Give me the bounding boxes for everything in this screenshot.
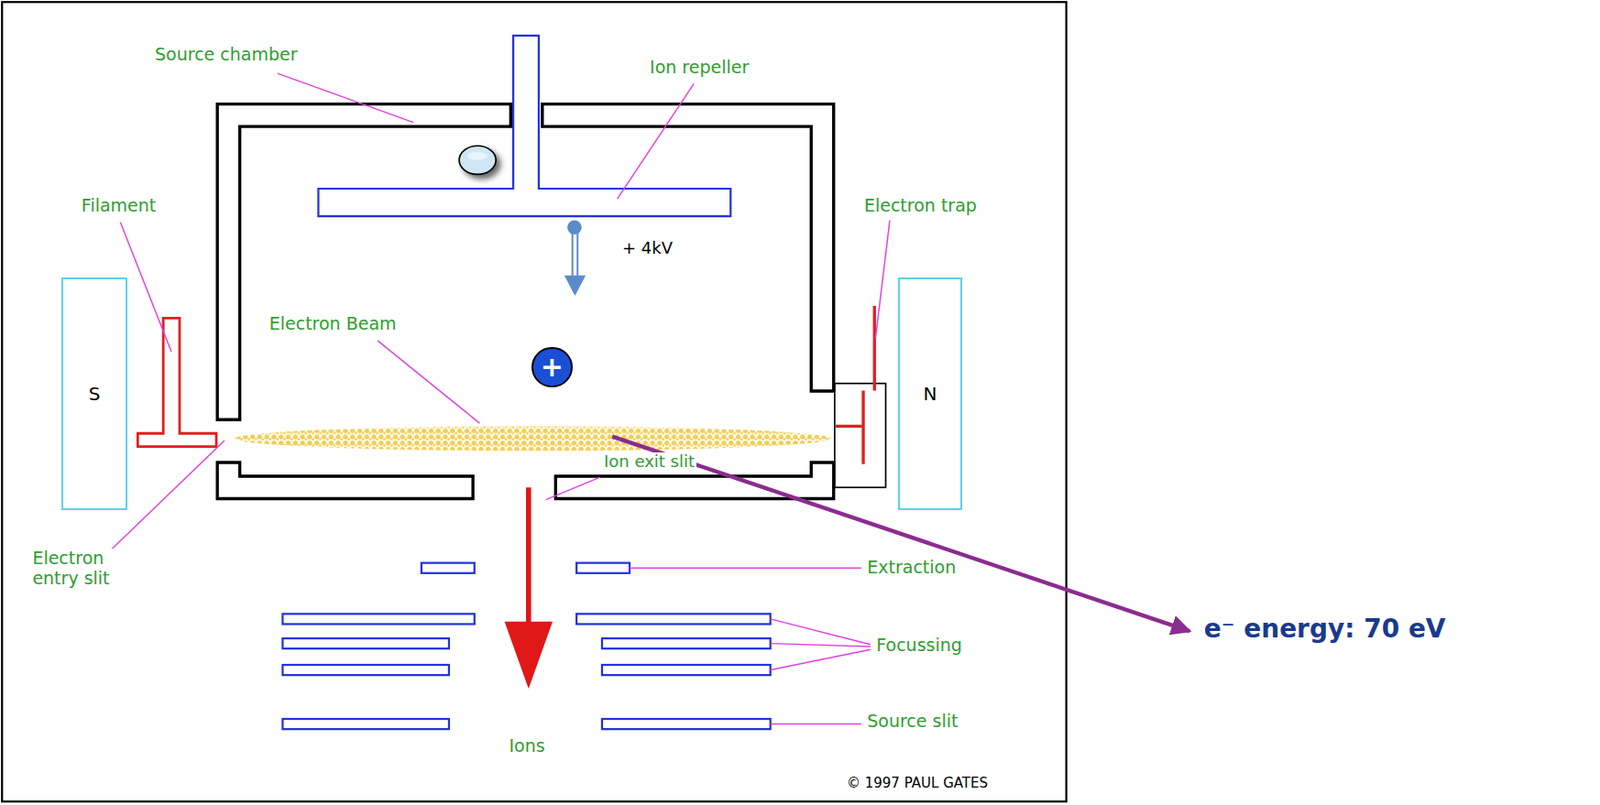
ion-symbol: + — [531, 347, 573, 389]
filament — [137, 317, 217, 447]
part-label: Ion exit slit — [602, 452, 697, 472]
node-text: N — [922, 384, 937, 404]
electron-trap — [834, 306, 875, 465]
part-label: Source chamber — [153, 44, 300, 66]
repel-arrow — [564, 220, 586, 296]
leader-lines — [109, 73, 890, 724]
frame — [1, 1, 1066, 802]
ion-beam-arrow — [508, 487, 550, 682]
voltage-label: + 4kV — [620, 239, 675, 259]
part-label: Electron trap — [862, 196, 979, 217]
part-label: Focussing — [874, 635, 965, 657]
part-label: Ion repeller — [647, 57, 751, 78]
copyright-note: © 1997 PAUL GATES — [844, 776, 990, 792]
trap-housing — [834, 383, 887, 489]
magnet-pole: N — [898, 277, 963, 511]
part-label: Electron entry slit — [30, 548, 152, 590]
part-label: Electron Beam — [267, 314, 399, 335]
molecule-highlight — [467, 152, 488, 161]
node-text: + — [540, 353, 564, 382]
sample-molecule — [459, 145, 496, 175]
electron-beam — [234, 426, 831, 451]
magnet-pole: S — [61, 277, 128, 511]
node-text: S — [88, 384, 101, 404]
part-label: Source slit — [865, 712, 960, 733]
part-label: Ions — [506, 736, 547, 757]
callout-note: e⁻ energy: 70 eV — [1202, 614, 1448, 645]
part-label: Filament — [79, 196, 158, 217]
lens-plates — [282, 563, 770, 731]
part-label: Extraction — [865, 558, 958, 579]
